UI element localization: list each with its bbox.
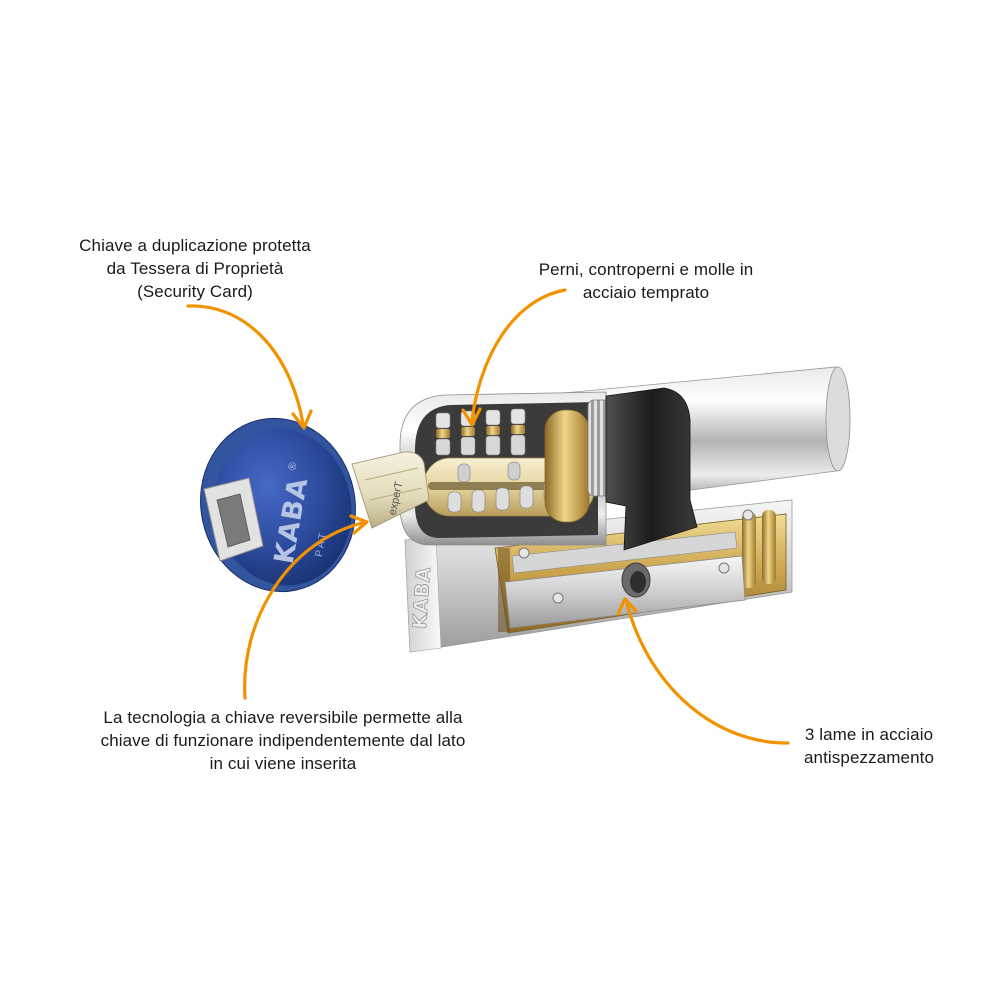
side-pin — [519, 485, 534, 509]
keyway-slot — [428, 482, 578, 490]
steel-bar-upper — [511, 531, 738, 574]
callout-reversible-key: La tecnologia a chiave reversibile perme… — [48, 706, 518, 775]
cylinder-brand-logo: KABA — [409, 566, 435, 630]
key-blade-groove — [364, 467, 423, 501]
pin-stack — [485, 409, 501, 456]
arrow-pins-head — [461, 407, 482, 427]
arrow-blades-head — [616, 597, 638, 616]
brass-ring — [544, 409, 590, 523]
arrow-key-security-head — [291, 409, 313, 430]
arrow-reversible-head — [349, 514, 369, 535]
side-pin — [495, 487, 510, 511]
lock-cylinder: KABA — [399, 366, 851, 653]
callout-line: da Tessera di Proprietà — [106, 259, 284, 278]
fixing-screw-hole-inner — [630, 571, 646, 593]
callout-line: La tecnologia a chiave reversibile perme… — [103, 708, 463, 727]
rivet — [552, 592, 564, 604]
callout-line: 3 lame in acciaio — [804, 725, 934, 744]
callout-line: acciaio temprato — [582, 283, 710, 302]
blade-pins-right — [742, 510, 776, 588]
side-pin — [457, 463, 471, 483]
bottom-pin-row — [447, 461, 558, 513]
callout-line: in cui viene inserita — [209, 754, 357, 773]
side-pin — [471, 489, 486, 513]
side-pin — [447, 491, 462, 513]
callout-arrows — [186, 288, 790, 745]
arrow-key-security — [186, 304, 305, 426]
callout-line: antispezzamento — [803, 748, 935, 767]
arrow-blades — [625, 602, 790, 745]
callout-anti-snap-blades: 3 lame in acciaio antispezzamento — [769, 723, 969, 769]
brass-pin — [762, 510, 776, 584]
anti-snap-steel-plate — [504, 555, 746, 629]
brass-pin — [742, 512, 756, 588]
key-blade — [351, 451, 430, 529]
plate-rivets — [518, 509, 754, 604]
fin-inner-shadow — [498, 548, 510, 632]
callout-line: chiave di funzionare indipendentemente d… — [100, 731, 466, 750]
callout-key-security: Chiave a duplicazione protetta da Tesser… — [40, 234, 350, 303]
callout-pins: Perni, controperni e molle in acciaio te… — [486, 258, 806, 304]
arrow-pins — [470, 288, 567, 422]
key-tab-hole — [216, 493, 251, 548]
rivet — [742, 509, 754, 521]
callout-line: Perni, controperni e molle in — [538, 260, 754, 279]
callout-line: Chiave a duplicazione protetta — [79, 236, 311, 255]
cylinder-end-cap — [825, 366, 851, 472]
rotating-cam — [605, 387, 698, 551]
side-pin — [507, 461, 521, 481]
key-registered-mark: ® — [286, 461, 299, 471]
callout-line: (Security Card) — [137, 282, 253, 301]
arrow-reversible — [243, 521, 364, 700]
rivet — [718, 562, 730, 574]
pin-stack — [510, 408, 526, 456]
rivet — [518, 547, 530, 559]
reversible-key: experT KABA ® PAT — [200, 417, 430, 593]
pin-stack — [435, 412, 451, 456]
